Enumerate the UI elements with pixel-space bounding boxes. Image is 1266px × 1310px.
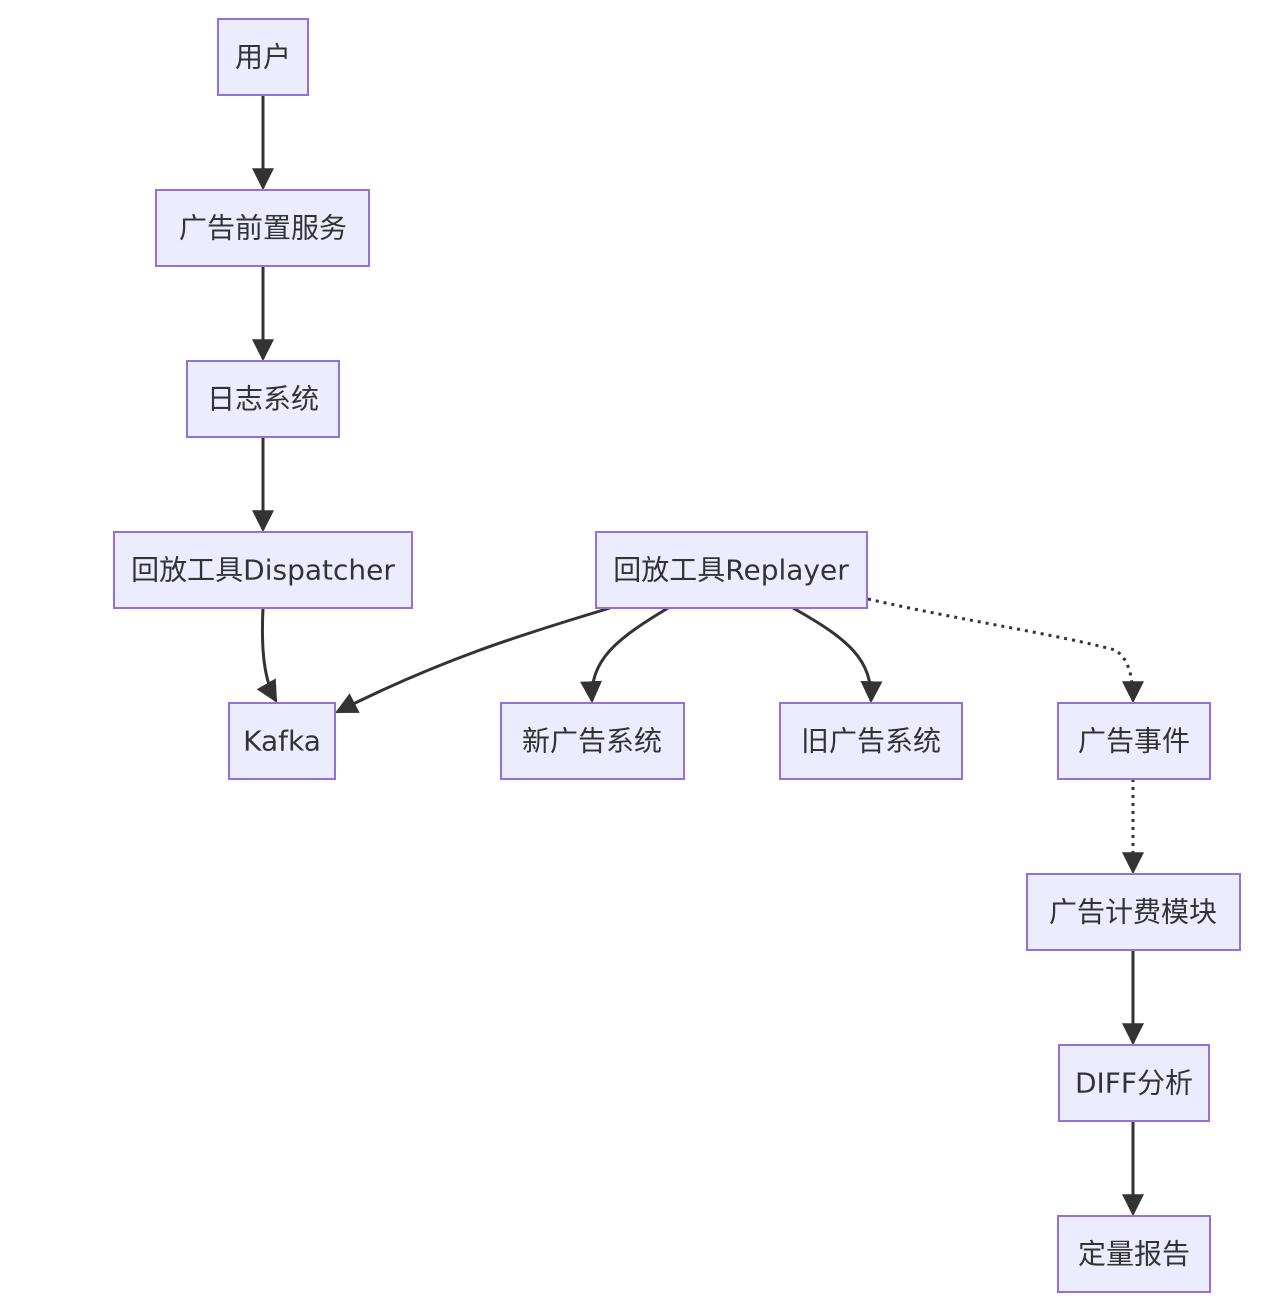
node-replay-dispatcher-label: 回放工具Dispatcher xyxy=(131,554,395,587)
node-diff-analysis-label: DIFF分析 xyxy=(1075,1067,1193,1100)
edge-replayer-to-ad-event xyxy=(867,597,1144,704)
node-replay-dispatcher: 回放工具Dispatcher xyxy=(113,531,413,609)
edge-replayer-to-old-ad-system xyxy=(792,606,883,704)
node-log-system-label: 日志系统 xyxy=(207,383,319,416)
node-old-ad-system-label: 旧广告系统 xyxy=(801,725,941,758)
node-ad-event-label: 广告事件 xyxy=(1078,725,1190,758)
node-kafka-label: Kafka xyxy=(243,725,321,758)
edge-replayer-to-kafka xyxy=(335,606,611,714)
node-ad-billing-module: 广告计费模块 xyxy=(1026,873,1241,951)
node-ad-event: 广告事件 xyxy=(1057,702,1211,780)
edge-replayer-to-new-ad-system xyxy=(580,606,669,704)
node-quantitative-report: 定量报告 xyxy=(1057,1215,1211,1293)
node-log-system: 日志系统 xyxy=(186,360,340,438)
edge-dispatcher-to-kafka xyxy=(256,607,278,703)
node-old-ad-system: 旧广告系统 xyxy=(779,702,963,780)
node-replay-replayer-label: 回放工具Replayer xyxy=(613,554,849,587)
edges xyxy=(252,95,1144,1217)
node-kafka: Kafka xyxy=(228,702,336,780)
node-ad-front-service: 广告前置服务 xyxy=(155,189,370,267)
node-diff-analysis: DIFF分析 xyxy=(1058,1044,1210,1122)
node-new-ad-system-label: 新广告系统 xyxy=(522,725,662,758)
node-replay-replayer: 回放工具Replayer xyxy=(595,531,868,609)
node-user-label: 用户 xyxy=(235,41,291,74)
node-quantitative-report-label: 定量报告 xyxy=(1078,1238,1190,1271)
nodes: 用户 广告前置服务 日志系统 回放工具Dispatcher 回放工具Replay… xyxy=(113,18,1241,1293)
node-new-ad-system: 新广告系统 xyxy=(500,702,685,780)
node-ad-front-service-label: 广告前置服务 xyxy=(179,212,347,245)
node-user: 用户 xyxy=(217,18,309,96)
node-ad-billing-module-label: 广告计费模块 xyxy=(1049,896,1217,929)
